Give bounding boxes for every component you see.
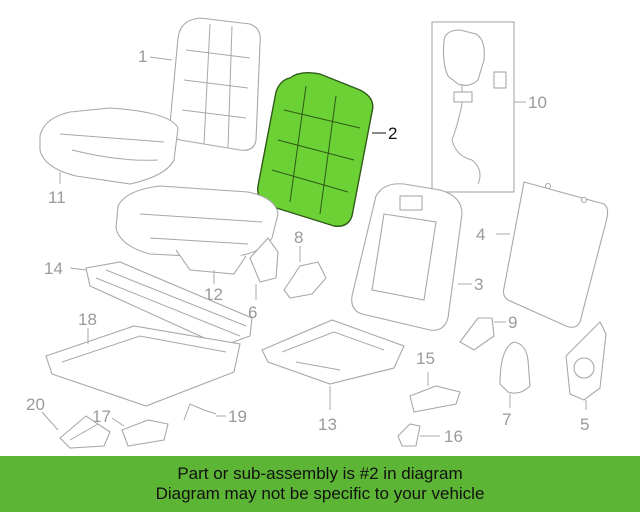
part-14-seat-track[interactable]: [85, 261, 253, 347]
callout-15[interactable]: 15: [416, 349, 435, 368]
part-17-module[interactable]: [121, 419, 169, 447]
part-9-bracket[interactable]: [459, 317, 495, 351]
callout-6[interactable]: 6: [248, 303, 257, 322]
info-banner: Part or sub-assembly is #2 in diagram Di…: [0, 456, 640, 512]
callout-7[interactable]: 7: [502, 410, 511, 429]
callout-18[interactable]: 18: [78, 310, 97, 329]
callout-20[interactable]: 20: [26, 395, 45, 414]
part-11-seat-cushion-cover[interactable]: [39, 107, 179, 185]
part-20-bracket[interactable]: [59, 415, 111, 449]
callout-4[interactable]: 4: [476, 225, 485, 244]
part-15-bracket[interactable]: [409, 385, 461, 413]
banner-line-1: Part or sub-assembly is #2 in diagram: [177, 464, 463, 483]
callout-19[interactable]: 19: [228, 407, 247, 426]
callout-14[interactable]: 14: [44, 259, 63, 278]
callout-10[interactable]: 10: [528, 93, 547, 112]
callout-5[interactable]: 5: [580, 415, 589, 434]
callout-16[interactable]: 16: [444, 427, 463, 446]
part-4-back-panel[interactable]: [502, 181, 609, 328]
callout-8[interactable]: 8: [294, 228, 303, 247]
part-13-seat-base[interactable]: [261, 319, 405, 385]
part-1-seat-back-cover[interactable]: [169, 17, 261, 151]
part-8-bracket[interactable]: [283, 261, 327, 299]
part-5-recliner[interactable]: [565, 321, 607, 401]
callout-3[interactable]: 3: [474, 275, 483, 294]
callout-13[interactable]: 13: [318, 415, 337, 434]
part-18-floor-panel[interactable]: [45, 325, 241, 407]
leader-14: [69, 267, 87, 271]
part-6-bracket[interactable]: [249, 237, 279, 283]
leader-1: [149, 56, 173, 61]
part-7-trim-cover[interactable]: [499, 341, 531, 394]
callout-2[interactable]: 2: [388, 124, 397, 143]
part-10-headrest-assembly[interactable]: [431, 21, 515, 193]
callout-1[interactable]: 1: [138, 47, 147, 66]
leader-17: [111, 417, 125, 427]
parts-diagram: 1 2 10 11 12 14 6: [26, 17, 609, 449]
banner-line-2: Diagram may not be specific to your vehi…: [155, 484, 485, 503]
callout-17[interactable]: 17: [92, 407, 111, 426]
part-16-clip[interactable]: [397, 423, 421, 447]
part-2-seat-back-pad-highlighted[interactable]: [257, 71, 374, 227]
callout-11[interactable]: 11: [48, 188, 66, 207]
part-3-seat-back-frame[interactable]: [351, 183, 463, 331]
callout-9[interactable]: 9: [508, 313, 517, 332]
part-19-harness[interactable]: [183, 403, 217, 421]
part-12-cushion-frame[interactable]: [115, 185, 279, 275]
leader-20: [41, 411, 59, 431]
